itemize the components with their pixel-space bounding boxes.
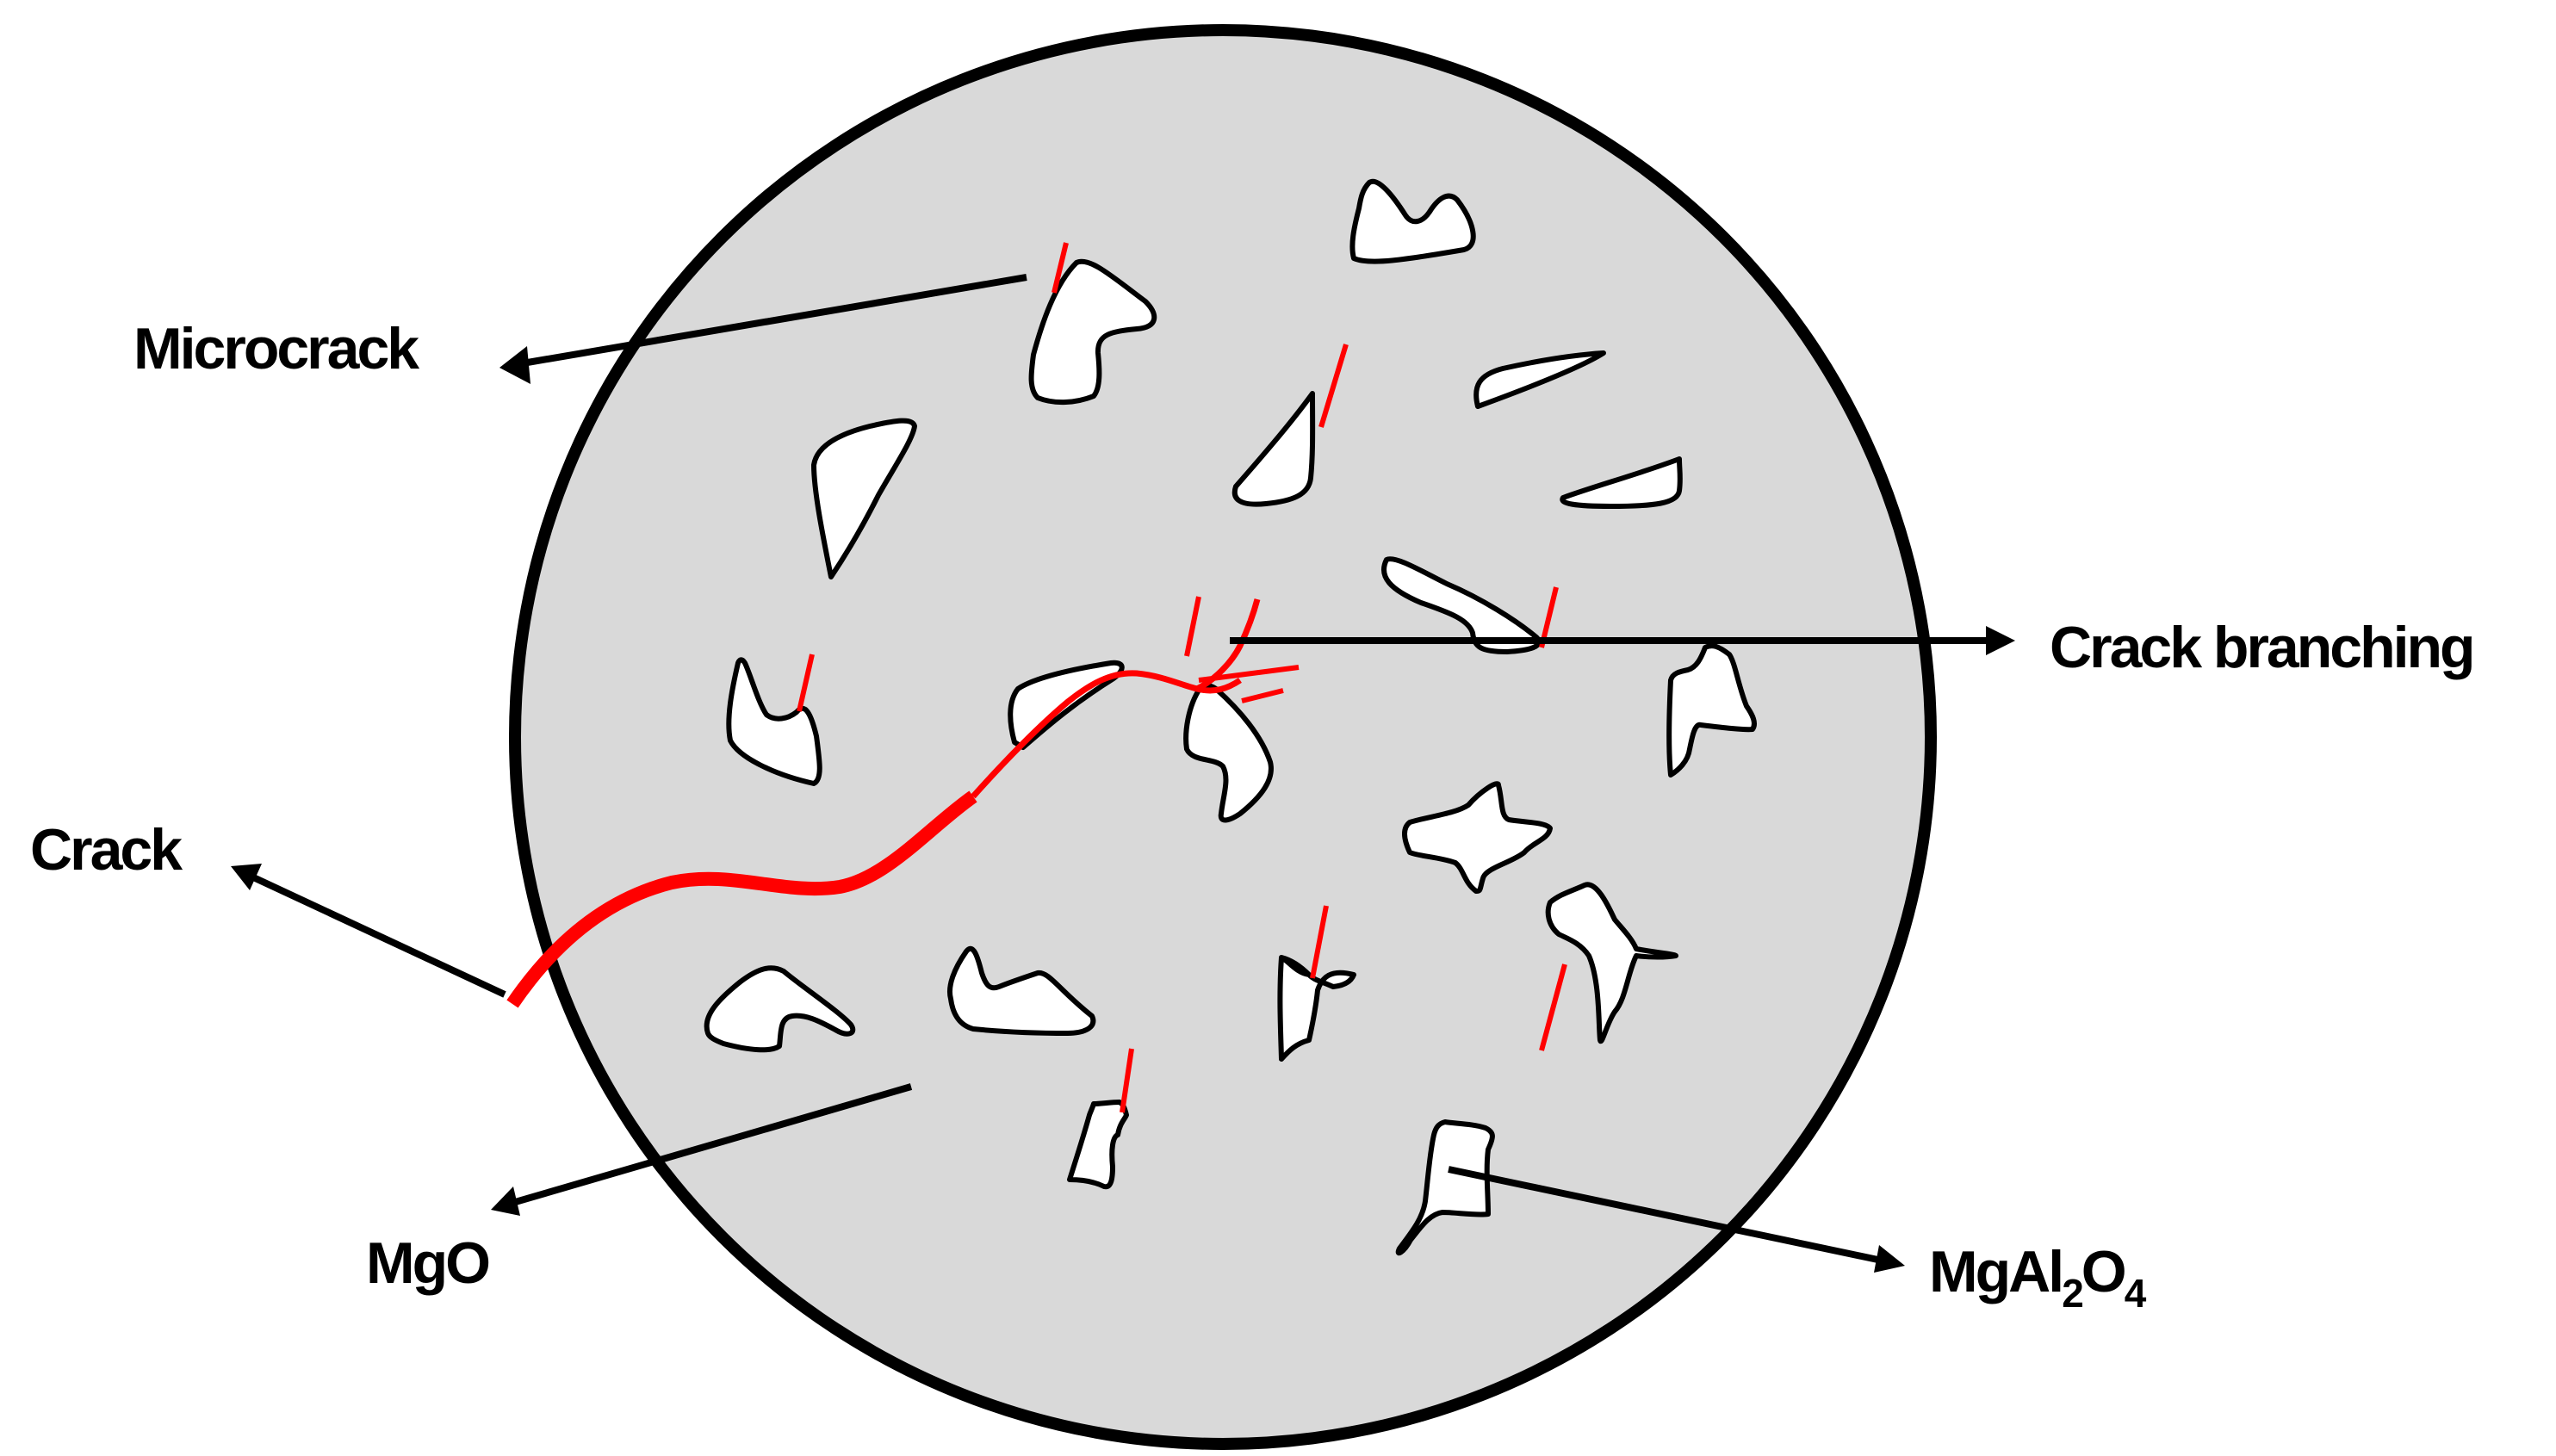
label-microcrack: Microcrack <box>133 316 419 381</box>
particle <box>811 418 917 579</box>
mgo-arrow <box>511 1083 913 1206</box>
label-mgal2o4-sub2: 4 <box>2125 1271 2147 1316</box>
particle <box>1402 781 1553 894</box>
microcrack-arrow <box>512 274 1027 369</box>
particle <box>1545 882 1678 1044</box>
particle <box>1560 456 1683 509</box>
spinel-particles <box>704 178 1757 1256</box>
particle <box>947 945 1096 1036</box>
label-mgal2o4-base: MgAl <box>1929 1239 2062 1304</box>
mgo-arrowhead-icon <box>491 1186 520 1216</box>
crack-branching-arrowhead-icon <box>1986 626 2015 655</box>
label-crack: Crack <box>30 817 183 883</box>
particle <box>726 657 822 786</box>
crack-arrow <box>248 872 506 998</box>
main-crack <box>506 596 1300 1008</box>
particle <box>1067 1100 1129 1190</box>
particle <box>1231 391 1316 507</box>
spinel-arrow <box>1448 1166 1887 1265</box>
label-mgal2o4-sub1: 2 <box>2062 1271 2082 1316</box>
particle <box>704 965 856 1053</box>
particle <box>1666 643 1757 778</box>
particle <box>1349 178 1476 264</box>
particle <box>1473 350 1606 409</box>
label-mgal2o4: MgAl2O4 <box>1929 1239 2147 1316</box>
annotation-arrows <box>231 274 2015 1273</box>
particle <box>1395 1119 1495 1256</box>
particle <box>1380 556 1542 654</box>
label-mgo: MgO <box>366 1230 489 1296</box>
particle <box>1028 258 1157 406</box>
label-mgal2o4-o: O <box>2081 1239 2125 1304</box>
particle <box>1183 683 1274 823</box>
microcrack-arrowhead-icon <box>499 346 530 384</box>
crack-arrowhead-icon <box>231 864 262 890</box>
label-crack-branching: Crack branching <box>2050 615 2473 680</box>
spinel-arrowhead-icon <box>1874 1245 1905 1273</box>
